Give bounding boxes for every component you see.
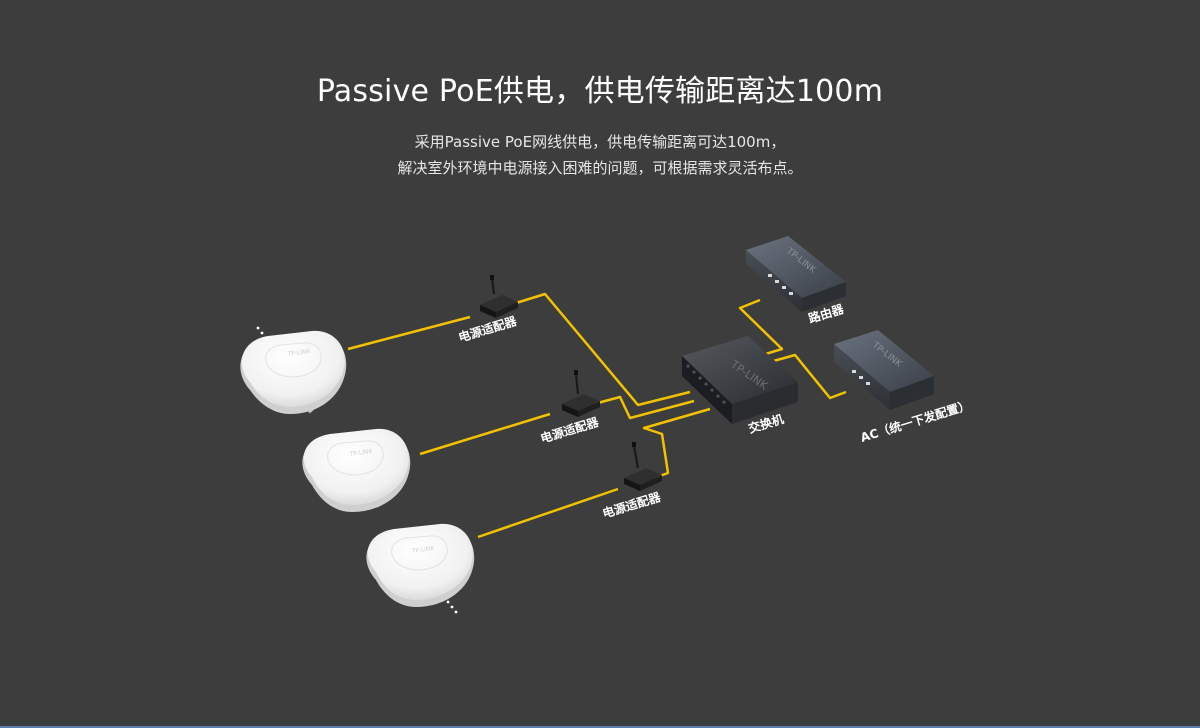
cable-adapter3-switch <box>642 407 711 480</box>
ac-label: AC（统一下发配置） <box>858 397 972 445</box>
cable-ap1-adapter <box>347 315 471 351</box>
ap2-logo: TP-LINK <box>348 448 374 458</box>
router-device: TP-LINK 路由器 <box>746 236 846 326</box>
cable-group <box>347 292 847 539</box>
switch-device: TP-LINK 交换机 <box>682 336 798 436</box>
cable-switch-router <box>738 298 784 357</box>
more-dots-bottom <box>446 600 458 614</box>
cable-ap3-adapter <box>477 487 619 539</box>
power-adapter-1: 电源适配器 <box>456 275 519 345</box>
access-point-3: TP-LINK <box>366 523 475 607</box>
access-point-1: TP-LINK <box>240 330 347 414</box>
ac-device: TP-LINK AC（统一下发配置） <box>834 330 972 445</box>
cable-ap2-adapter <box>419 412 551 456</box>
ap1-logo: TP-LINK <box>286 348 312 358</box>
bottom-divider <box>0 726 1200 728</box>
cable-switch-ac <box>769 353 847 400</box>
description-line-2: 解决室外环境中电源接入困难的问题，可根据需求灵活布点。 <box>397 159 803 177</box>
ap3-logo: TP-LINK <box>410 545 436 555</box>
power-adapter-3: 电源适配器 <box>600 442 663 521</box>
access-point-2: TP-LINK <box>302 428 411 512</box>
adapter-3-label: 电源适配器 <box>600 489 663 521</box>
page-title: Passive PoE供电，供电传输距离达100m <box>316 74 884 109</box>
adapter-2-label: 电源适配器 <box>538 414 601 446</box>
page-description: 采用Passive PoE网线供电，供电传输距离可达100m， 解决室外环境中电… <box>0 129 1200 181</box>
cable-adapter1-switch <box>515 292 691 407</box>
more-dots-top <box>256 326 268 340</box>
cable-adapter2-switch <box>593 395 695 420</box>
description-line-1: 采用Passive PoE网线供电，供电传输距离可达100m， <box>414 133 786 151</box>
power-adapter-2: 电源适配器 <box>538 370 601 446</box>
